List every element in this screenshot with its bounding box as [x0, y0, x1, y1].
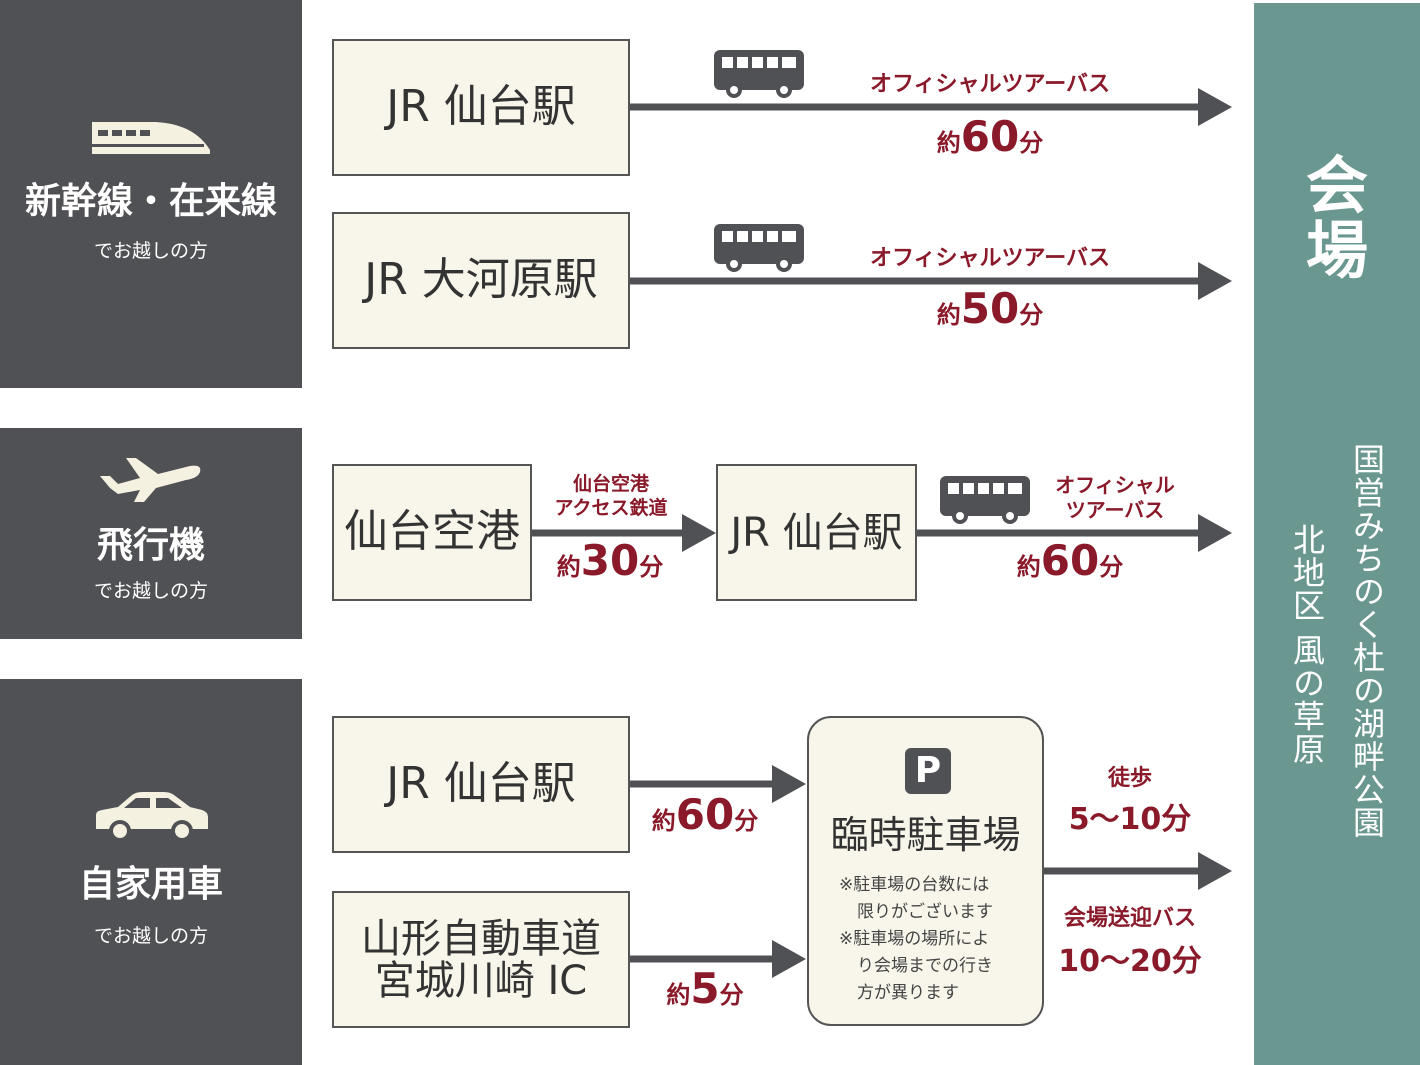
parking-notes: ※駐車場の台数には 限りがございます ※駐車場の場所によ り会場までの行き 方が…: [839, 872, 1039, 1007]
duration-number: 50: [960, 284, 1020, 333]
duration-prefix: 約: [651, 807, 676, 835]
transport-label-line: 仙台空港: [572, 473, 649, 495]
bus-icon: [714, 50, 804, 98]
parking-note: 限りがございます: [857, 902, 993, 922]
shuttle-time: 10〜20分: [1058, 944, 1202, 979]
airport-box: 仙台空港: [332, 464, 532, 601]
duration-prefix: 約: [936, 129, 961, 157]
duration-number: 60: [1040, 536, 1100, 585]
arrow-air-2: [917, 514, 1232, 552]
duration-unit: 分: [734, 807, 759, 835]
duration-unit: 分: [639, 553, 664, 581]
shinkansen-icon: [0, 118, 302, 162]
airplane-icon: [0, 454, 302, 508]
highway-exit-box: 山形自動車道 宮城川崎 IC: [332, 891, 630, 1028]
duration-unit: 分: [1099, 553, 1124, 581]
arrow-car-3: [1044, 852, 1232, 890]
parking-note: り会場までの行き: [857, 956, 993, 976]
venue-title-char: 会: [1305, 149, 1368, 222]
walk-time: 5〜10分: [1068, 802, 1192, 837]
duration: 約60分: [620, 790, 790, 839]
duration: 約60分: [980, 536, 1160, 585]
highway-exit-line: 山形自動車道: [361, 915, 601, 962]
parking-box: P 臨時駐車場 ※駐車場の台数には 限りがございます ※駐車場の場所によ り会場…: [807, 716, 1044, 1026]
station-box: JR 大河原駅: [332, 212, 630, 349]
transport-label-line: オフィシャル: [1055, 473, 1175, 497]
duration-unit: 分: [1019, 301, 1044, 329]
duration-prefix: 約: [936, 301, 961, 329]
venue-area: 北地区 風の草原: [1288, 523, 1326, 766]
arrow-car-2: [630, 940, 806, 978]
car-icon: [0, 789, 302, 849]
parking-note: ※駐車場の台数には: [839, 875, 990, 895]
arrow-air-1: [532, 514, 716, 552]
category-title: 飛行機: [96, 525, 205, 566]
transport-label: オフィシャル ツアーバス: [1030, 473, 1200, 523]
transport-label-line: アクセス鉄道: [554, 496, 668, 519]
transport-label: 仙台空港 アクセス鉄道: [526, 473, 696, 521]
duration-unit: 分: [719, 981, 744, 1009]
parking-note: ※駐車場の場所によ: [839, 929, 990, 949]
category-rail: 新幹線・在来線 でお越しの方: [0, 0, 302, 388]
category-air: 飛行機 でお越しの方: [0, 428, 302, 639]
duration: 約50分: [900, 284, 1080, 333]
highway-exit-line: 宮城川崎 IC: [374, 957, 588, 1004]
walk-label: 徒歩: [1107, 766, 1152, 791]
duration-unit: 分: [1019, 129, 1044, 157]
venue-title: 会 場: [1254, 153, 1420, 283]
transport-label: オフィシャルツアーバス: [869, 246, 1111, 271]
parking-title: 臨時駐車場: [830, 813, 1021, 857]
bus-icon: [714, 224, 804, 272]
category-subtitle: でお越しの方: [93, 240, 208, 262]
venue-panel: 会 場 国営みちのく杜の湖畔公園 北地区 風の草原: [1254, 3, 1420, 1065]
transport-label-line: ツアーバス: [1065, 498, 1165, 522]
venue-title-char: 場: [1305, 214, 1368, 288]
arrow-rail-2: [630, 262, 1232, 300]
station-box: JR 仙台駅: [716, 464, 917, 601]
shuttle-label: 会場送迎バス: [1063, 906, 1196, 931]
parking-icon: P: [905, 748, 951, 794]
arrow-rail-1: [630, 88, 1232, 126]
parking-note: 方が異ります: [857, 983, 959, 1003]
arrow-car-1: [630, 765, 806, 803]
duration-prefix: 約: [556, 553, 581, 581]
transport-label: オフィシャルツアーバス: [869, 72, 1111, 97]
duration-prefix: 約: [1016, 553, 1041, 581]
category-subtitle: でお越しの方: [93, 925, 208, 947]
venue-name: 国営みちのく杜の湖畔公園: [1348, 443, 1386, 839]
category-title: 新幹線・在来線: [24, 181, 277, 222]
duration-number: 60: [675, 790, 735, 839]
duration-number: 60: [960, 112, 1020, 161]
station-box: JR 仙台駅: [332, 716, 630, 853]
category-subtitle: でお越しの方: [93, 580, 208, 602]
category-car: 自家用車 でお越しの方: [0, 679, 302, 1065]
duration-prefix: 約: [666, 981, 691, 1009]
category-title: 自家用車: [78, 864, 223, 905]
station-box: JR 仙台駅: [332, 39, 630, 176]
bus-icon: [940, 476, 1030, 524]
duration: 約60分: [900, 112, 1080, 161]
duration: 約30分: [530, 536, 690, 585]
duration-number: 30: [580, 536, 640, 585]
duration-number: 5: [690, 964, 720, 1013]
duration: 約5分: [630, 964, 780, 1013]
